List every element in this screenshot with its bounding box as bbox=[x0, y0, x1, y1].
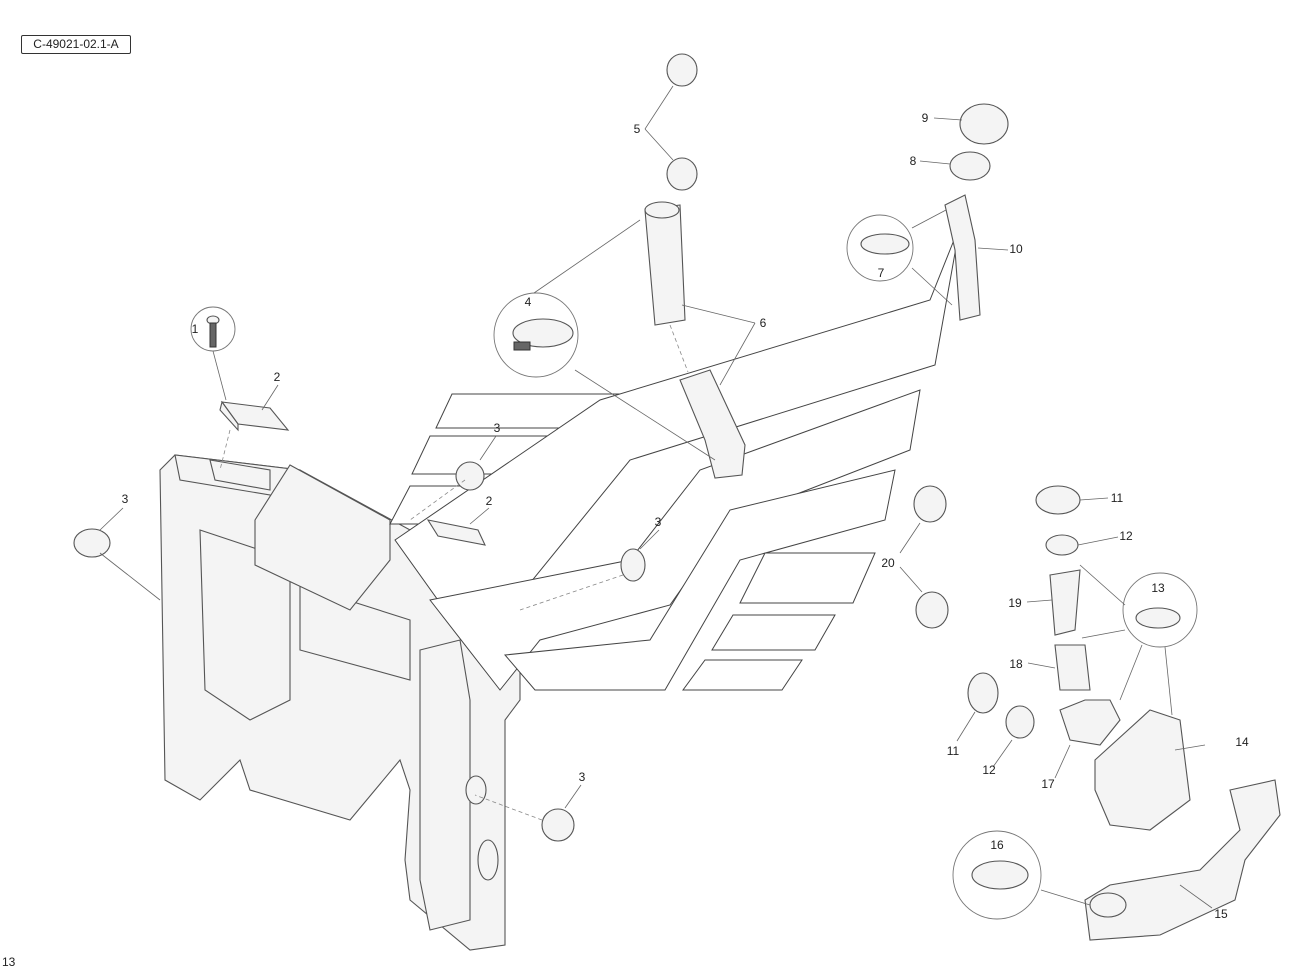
callout-9: 9 bbox=[922, 111, 929, 125]
callout-11: 11 bbox=[947, 744, 960, 758]
callout-labels: 1 2 2 3 3 3 3 4 5 6 7 8 9 10 11 11 12 12… bbox=[122, 111, 1249, 921]
callout-3: 3 bbox=[579, 770, 586, 784]
hose-part-15 bbox=[1084, 779, 1281, 941]
screw-part bbox=[190, 306, 236, 352]
callout-19: 19 bbox=[1008, 596, 1022, 610]
clamp-part-4 bbox=[493, 292, 579, 378]
clamp-part-7 bbox=[846, 214, 914, 282]
callout-4: 4 bbox=[525, 295, 532, 309]
callout-5: 5 bbox=[634, 122, 641, 136]
hose-part-14 bbox=[1094, 709, 1191, 831]
callout-8: 8 bbox=[910, 154, 917, 168]
vent-parts-right-mid bbox=[1035, 485, 1081, 636]
callout-2: 2 bbox=[274, 370, 281, 384]
callout-13: 13 bbox=[1151, 581, 1165, 595]
page-number-fragment: 13 bbox=[2, 955, 16, 969]
callout-3: 3 bbox=[122, 492, 129, 506]
callout-10: 10 bbox=[1009, 242, 1023, 256]
hose-part-6 bbox=[644, 201, 746, 479]
reference-code-box: C-49021-02.1-A bbox=[21, 35, 131, 54]
cap-parts bbox=[219, 400, 486, 546]
callout-2: 2 bbox=[486, 494, 493, 508]
callout-1: 1 bbox=[192, 322, 199, 336]
callout-20: 20 bbox=[881, 556, 895, 570]
callout-17: 17 bbox=[1041, 777, 1055, 791]
callout-15: 15 bbox=[1214, 907, 1228, 921]
callout-11: 11 bbox=[1111, 491, 1124, 505]
callout-18: 18 bbox=[1009, 657, 1023, 671]
grommet-parts bbox=[73, 461, 646, 842]
callout-6: 6 bbox=[760, 316, 767, 330]
clamp-part-13 bbox=[1122, 572, 1198, 648]
callout-3: 3 bbox=[655, 515, 662, 529]
callout-12: 12 bbox=[1119, 529, 1133, 543]
callout-12: 12 bbox=[982, 763, 996, 777]
leader-lines bbox=[99, 85, 1213, 909]
duct-parts-lower bbox=[967, 644, 1121, 746]
clamp-part-16 bbox=[952, 830, 1042, 920]
callout-7: 7 bbox=[878, 266, 885, 280]
decal-set bbox=[389, 224, 961, 691]
callout-3: 3 bbox=[494, 421, 501, 435]
vent-parts-right-top bbox=[944, 103, 1009, 321]
plug-parts bbox=[666, 53, 698, 191]
callout-16: 16 bbox=[990, 838, 1004, 852]
callout-14: 14 bbox=[1235, 735, 1249, 749]
grommet-parts-20 bbox=[913, 485, 949, 629]
